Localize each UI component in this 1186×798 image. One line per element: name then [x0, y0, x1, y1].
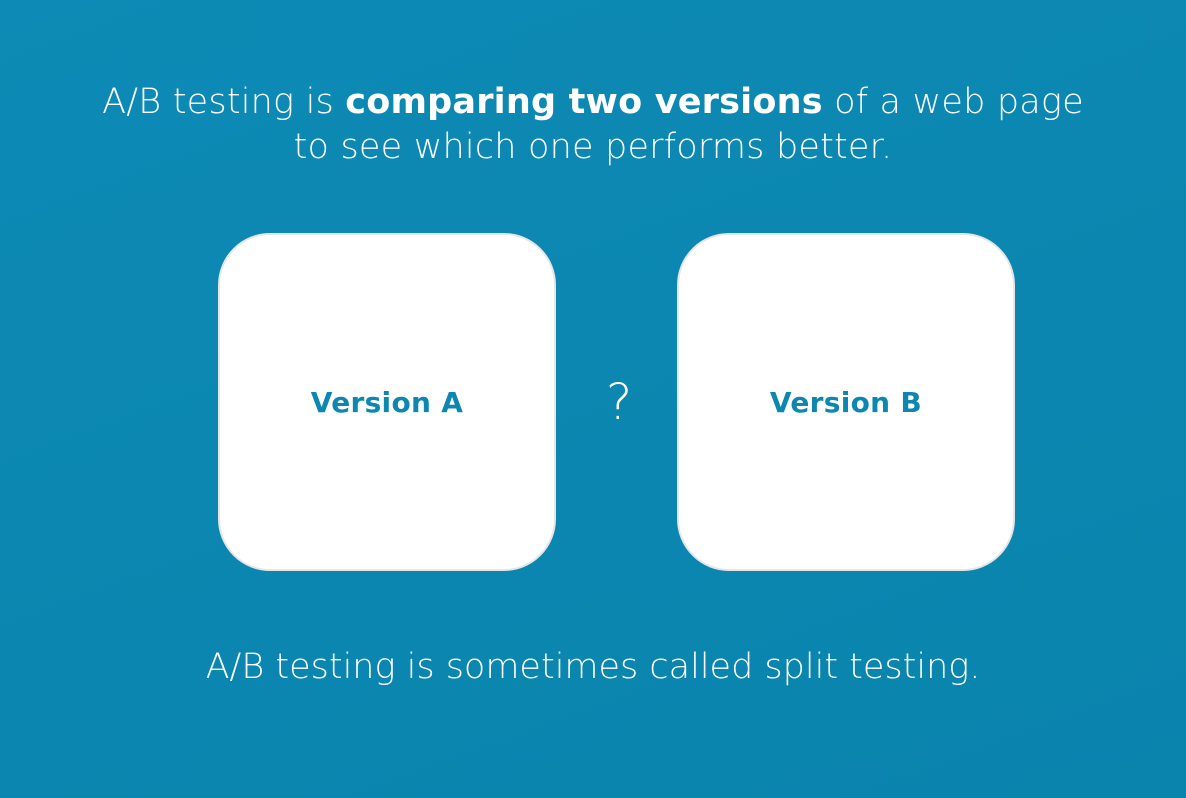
headline-line-2: to see which one performs better. [293, 127, 893, 167]
version-b-card: Version B [677, 233, 1015, 571]
version-a-label: Version A [310, 385, 464, 419]
question-mark-icon: ? [605, 373, 633, 431]
headline-emphasis: comparing two versions [345, 82, 823, 122]
version-b-label: Version B [769, 385, 923, 419]
footer-caption: A/B testing is sometimes called split te… [205, 647, 981, 687]
headline-prefix: A/B testing is [102, 82, 346, 122]
headline-line-1: A/B testing is comparing two versions of… [0, 80, 1186, 125]
headline: A/B testing is comparing two versions of… [0, 80, 1186, 170]
version-a-card: Version A [218, 233, 556, 571]
headline-suffix: of a web page [822, 82, 1084, 122]
